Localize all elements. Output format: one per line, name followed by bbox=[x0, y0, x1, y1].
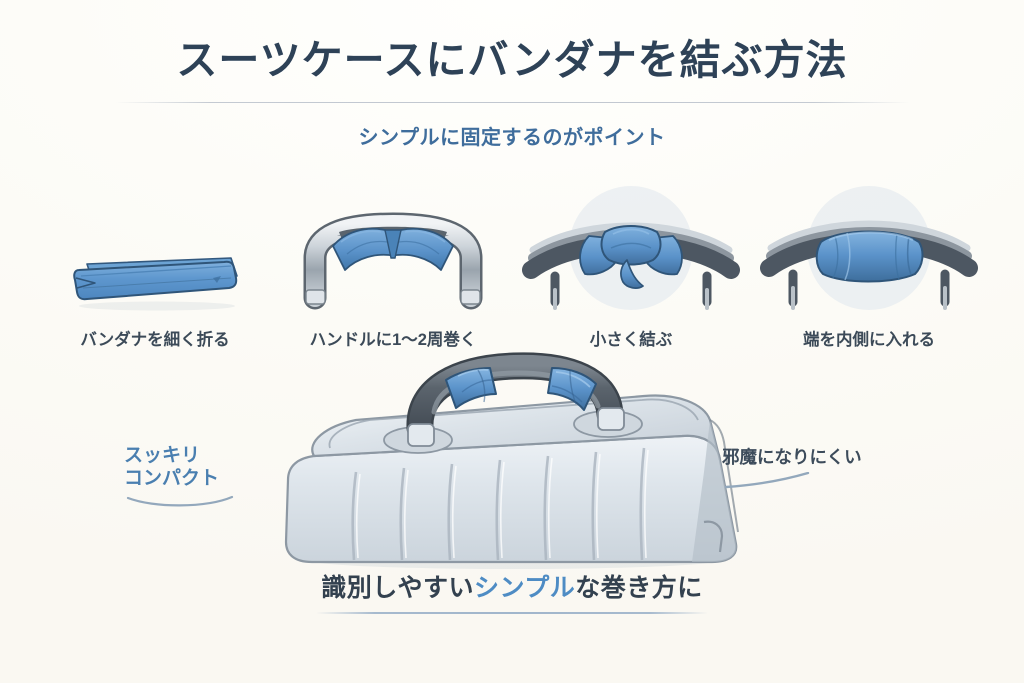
step-3-label: 小さく結ぶ bbox=[589, 331, 673, 349]
handle-knot-icon bbox=[522, 186, 740, 310]
callout-right: 邪魔になりにくい bbox=[722, 447, 862, 490]
header: スーツケースにバンダナを結ぶ方法 シンプルに固定するのがポイント bbox=[0, 0, 1024, 150]
folded-bandana-icon bbox=[73, 257, 238, 311]
step-1-illustration bbox=[46, 182, 264, 314]
step-4: 端を内側に入れる bbox=[760, 182, 978, 350]
handle-wrapped-icon bbox=[303, 212, 483, 310]
step-2-label: ハンドルに1〜2周巻く bbox=[309, 331, 477, 349]
callout-left-line1: スッキリ bbox=[124, 445, 201, 466]
step-2: ハンドルに1〜2周巻く bbox=[284, 182, 502, 350]
bottom-caption: 識別しやすいシンプルな巻き方に bbox=[0, 568, 1024, 614]
caption-highlight: シンプル bbox=[473, 574, 576, 602]
caption-tail: な巻き方に bbox=[575, 574, 703, 602]
title-divider bbox=[114, 102, 910, 103]
step-4-label: 端を内側に入れる bbox=[803, 331, 935, 349]
hero-illustration bbox=[0, 352, 1024, 572]
callout-right-text: 邪魔になりにくい bbox=[722, 447, 862, 467]
handle-tucked-icon bbox=[760, 186, 978, 310]
callout-left-swoosh-icon bbox=[126, 496, 234, 507]
page-title: スーツケースにバンダナを結ぶ方法 bbox=[176, 37, 848, 83]
callout-left-line2: コンパクト bbox=[124, 468, 220, 490]
caption-underline bbox=[316, 612, 708, 614]
step-3: 小さく結ぶ bbox=[522, 182, 740, 350]
steps-row: バンダナを細く折る bbox=[46, 182, 978, 350]
step-1: バンダナを細く折る bbox=[46, 182, 264, 350]
step-4-illustration bbox=[760, 182, 978, 314]
callout-left: スッキリ コンパクト bbox=[124, 444, 236, 510]
callout-right-swoosh-icon bbox=[724, 472, 810, 489]
step-3-illustration bbox=[522, 182, 740, 314]
step-1-label: バンダナを細く折る bbox=[80, 331, 230, 349]
suitcase-icon bbox=[284, 352, 739, 569]
page-subtitle: シンプルに固定するのがポイント bbox=[358, 127, 666, 149]
step-2-illustration bbox=[284, 182, 502, 314]
caption-lead: 識別しやすい bbox=[321, 574, 474, 602]
caption-line: 識別しやすいシンプルな巻き方に bbox=[0, 568, 1024, 604]
